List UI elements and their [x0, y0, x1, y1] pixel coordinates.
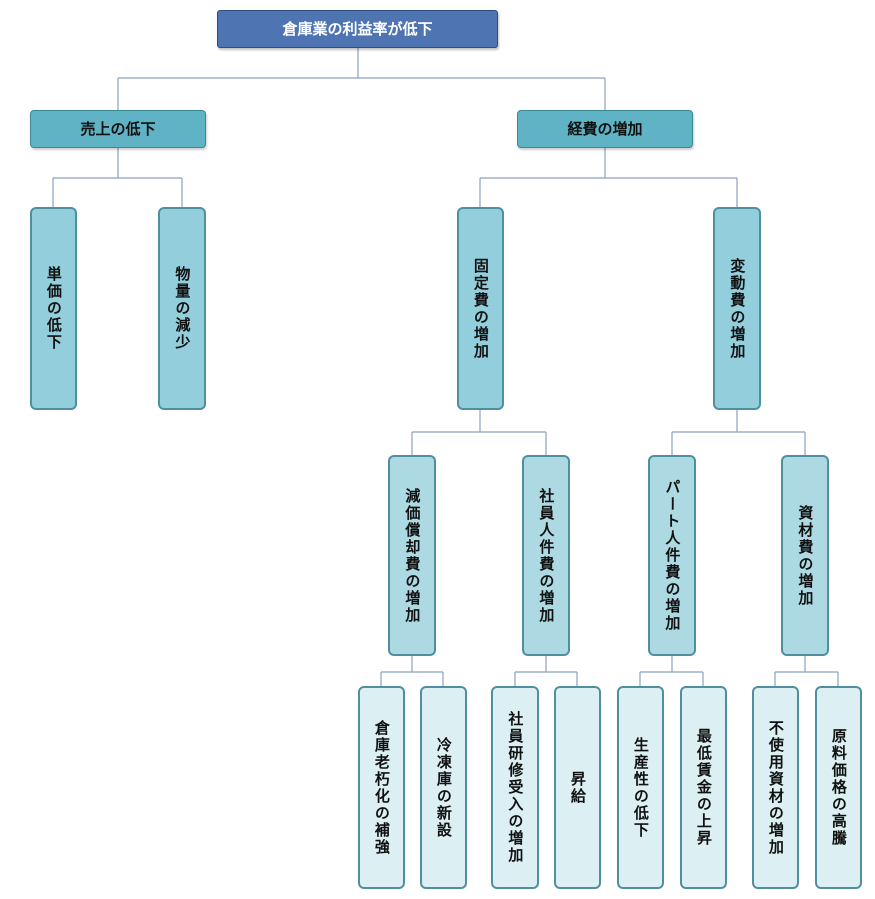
warehouse-aging-label: 倉庫老朽化の補強: [372, 719, 391, 856]
unused-materials-label: 不使用資材の増加: [766, 719, 785, 856]
sales-decline-node: 売上の低下: [30, 110, 206, 148]
root-node-label: 倉庫業の利益率が低下: [282, 19, 433, 38]
parttime-personnel-node: パート人件費の増加: [648, 455, 696, 656]
variable-cost-node: 変動費の増加: [713, 207, 761, 410]
new-freezer-node: 冷凍庫の新設: [420, 686, 467, 889]
materials-cost-node: 資材費の増加: [781, 455, 829, 656]
materials-cost-label: 資材費の増加: [796, 504, 815, 607]
fixed-cost-node: 固定費の増加: [457, 207, 504, 410]
raw-material-price-node: 原料価格の高騰: [815, 686, 862, 889]
training-increase-node: 社員研修受入の増加: [491, 686, 539, 889]
parttime-personnel-label: パート人件費の増加: [663, 479, 682, 632]
depreciation-label: 減価償却費の増加: [403, 487, 422, 624]
new-freezer-label: 冷凍庫の新設: [434, 736, 453, 839]
productivity-decline-node: 生産性の低下: [617, 686, 664, 889]
employee-personnel-node: 社員人件費の増加: [522, 455, 570, 656]
unit-price-decline-label: 単価の低下: [44, 266, 63, 351]
variable-cost-label: 変動費の増加: [728, 257, 747, 360]
raw-material-price-label: 原料価格の高騰: [829, 728, 848, 847]
expense-increase-label: 経費の増加: [567, 119, 643, 138]
depreciation-node: 減価償却費の増加: [388, 455, 436, 656]
expense-increase-node: 経費の増加: [517, 110, 693, 148]
fixed-cost-label: 固定費の増加: [471, 257, 490, 360]
employee-personnel-label: 社員人件費の増加: [537, 487, 556, 624]
minimum-wage-label: 最低賃金の上昇: [694, 728, 713, 847]
warehouse-aging-node: 倉庫老朽化の補強: [358, 686, 405, 889]
pay-raise-node: 昇給: [554, 686, 601, 889]
sales-decline-label: 売上の低下: [80, 119, 156, 138]
productivity-decline-label: 生産性の低下: [631, 736, 650, 839]
volume-decrease-node: 物量の減少: [158, 207, 206, 410]
unused-materials-node: 不使用資材の増加: [752, 686, 799, 889]
volume-decrease-label: 物量の減少: [173, 266, 192, 351]
unit-price-decline-node: 単価の低下: [30, 207, 77, 410]
minimum-wage-node: 最低賃金の上昇: [680, 686, 727, 889]
training-increase-label: 社員研修受入の増加: [506, 711, 525, 864]
root-node: 倉庫業の利益率が低下: [217, 10, 498, 48]
pay-raise-label: 昇給: [568, 770, 587, 805]
